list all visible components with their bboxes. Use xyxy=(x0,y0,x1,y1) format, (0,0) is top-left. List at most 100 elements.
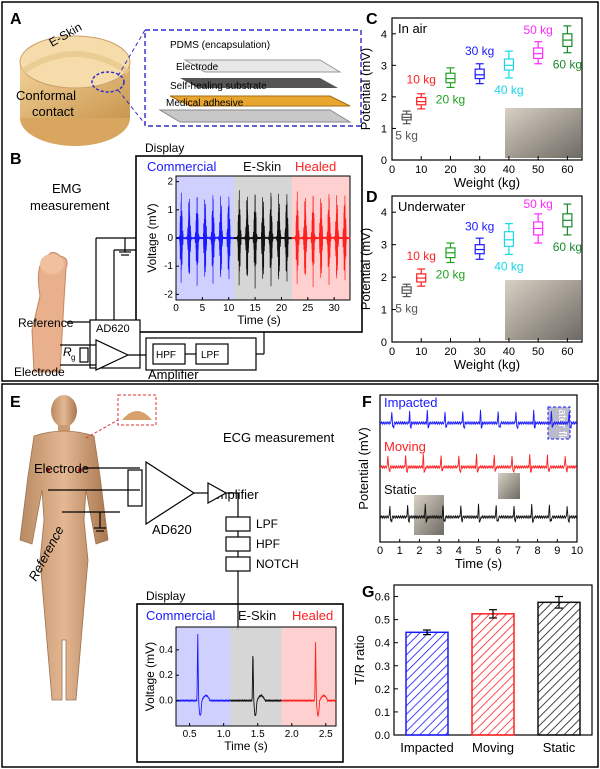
display-label: Display xyxy=(145,141,184,155)
x-tick-label: 1.0 xyxy=(217,729,231,740)
box xyxy=(474,68,485,80)
ecg-series-commercial xyxy=(175,633,231,716)
segment-band xyxy=(176,627,231,726)
y-tick-label: 0 xyxy=(381,337,387,349)
box-label: 30 kg xyxy=(465,44,494,58)
x-tick-label: 20 xyxy=(444,346,456,358)
x-axis-label: Weight (kg) xyxy=(454,357,520,372)
inset-photo xyxy=(505,280,581,340)
y-tick-label: 0.2 xyxy=(375,684,390,696)
y-tick-label: 0.4 xyxy=(375,638,390,650)
x-tick-label: 10 xyxy=(415,346,427,358)
y-tick-label: 4 xyxy=(381,207,387,219)
x-tick-label: 10 xyxy=(223,303,235,314)
box-label: 10 kg xyxy=(407,249,436,263)
x-tick-label: 50 xyxy=(532,346,544,358)
box-label: 60 kg xyxy=(553,240,582,254)
y-tick-label: 0.0 xyxy=(375,730,390,742)
y-axis-label: Potential (mV) xyxy=(358,48,373,130)
panel-label-f: F xyxy=(362,394,372,411)
box-label: 40 kg xyxy=(494,259,523,273)
ecg-series-e-skin xyxy=(230,655,282,717)
x-axis-label: Time (s) xyxy=(237,313,281,327)
top-frame xyxy=(1,1,599,382)
x-tick-label: 5 xyxy=(475,545,481,557)
bar-static xyxy=(537,601,581,736)
chart-title: In air xyxy=(398,21,428,36)
x-tick-label: 2 xyxy=(416,545,422,557)
y-tick-label: 1 xyxy=(381,123,387,135)
box-label: 5 kg xyxy=(395,302,418,316)
y-tick-label: 1 xyxy=(381,305,387,317)
conformal-label: Conformal xyxy=(16,88,76,103)
layer-electrode: Electrode xyxy=(176,62,219,73)
y-tick-label: -1 xyxy=(164,261,173,272)
panel-label-a: A xyxy=(10,11,22,28)
legend-commercial-e: Commercial xyxy=(146,608,215,623)
y-tick-label: 2 xyxy=(167,177,173,188)
x-tick-label: 3 xyxy=(436,545,442,557)
y-tick-label: -2 xyxy=(164,289,173,300)
category-label: Moving xyxy=(472,740,514,755)
ad620-label-e: AD620 xyxy=(152,522,192,537)
x-tick-label: 30 xyxy=(474,346,486,358)
panel-label-g: G xyxy=(362,584,374,601)
y-tick-label: 0.1 xyxy=(375,707,390,719)
box-label: 50 kg xyxy=(523,23,552,37)
box-label: 30 kg xyxy=(465,220,494,234)
x-tick-label: 0 xyxy=(173,303,179,314)
reference-label: Reference xyxy=(18,316,74,330)
x-tick-label: 10 xyxy=(571,545,583,557)
notch-label-e: NOTCH xyxy=(256,557,299,571)
category-label: Static xyxy=(543,740,576,755)
y-tick-label: 3 xyxy=(381,60,387,72)
y-axis-label: Voltage (mV) xyxy=(145,203,159,272)
x-tick-label: 4 xyxy=(456,545,462,557)
x-tick-label: 20 xyxy=(444,164,456,176)
y-axis-label: T/R ratio xyxy=(352,635,367,685)
x-tick-label: 5 xyxy=(200,303,206,314)
electrode-label: Electrode xyxy=(14,365,65,379)
panel-label-b: B xyxy=(10,151,22,168)
x-axis-label: Time (s) xyxy=(455,556,502,571)
amplifier-label: Amplifier xyxy=(148,367,199,382)
ad620-label: AD620 xyxy=(96,323,130,335)
hpf-label: HPF xyxy=(156,350,176,361)
plot-area xyxy=(175,626,337,727)
layer-stack xyxy=(158,59,352,123)
segment-band xyxy=(281,627,336,726)
ecg-series-healed xyxy=(281,641,337,718)
x-tick-label: 8 xyxy=(535,545,541,557)
box xyxy=(503,58,515,71)
y-tick-label: 0 xyxy=(381,155,387,167)
x-tick-label: 10 xyxy=(415,164,427,176)
trace-label: Static xyxy=(384,482,417,497)
rg-subscript: g xyxy=(71,353,75,362)
x-tick-label: 0 xyxy=(377,545,383,557)
legend-healed-e: Healed xyxy=(292,608,333,623)
display-label-e: Display xyxy=(146,589,185,603)
electrode-zoom-box xyxy=(117,394,157,426)
legend-healed: Healed xyxy=(295,159,336,174)
x-tick-label: 9 xyxy=(554,545,560,557)
box-label: 40 kg xyxy=(494,83,523,97)
ecg-label: ECG measurement xyxy=(223,430,335,445)
water-flow-label: ater flow xyxy=(556,409,568,451)
x-tick-label: 1 xyxy=(397,545,403,557)
x-tick-label: 25 xyxy=(302,303,314,314)
x-axis-label: Weight (kg) xyxy=(454,175,520,190)
display-frame-e xyxy=(136,603,344,763)
emg-label-1: EMG xyxy=(52,181,82,196)
box-label: 5 kg xyxy=(395,129,418,143)
y-tick-label: 2 xyxy=(381,272,387,284)
emg-label-2: measurement xyxy=(30,198,110,213)
ecg-trace-static xyxy=(379,503,578,524)
x-tick-label: 6 xyxy=(495,545,501,557)
layer-pdms: PDMS (encapsulation) xyxy=(170,40,270,51)
inset-photo xyxy=(414,495,444,535)
x-tick-label: 0.5 xyxy=(183,729,197,740)
x-tick-label: 0 xyxy=(389,346,395,358)
ecg-trace-moving xyxy=(379,453,578,474)
